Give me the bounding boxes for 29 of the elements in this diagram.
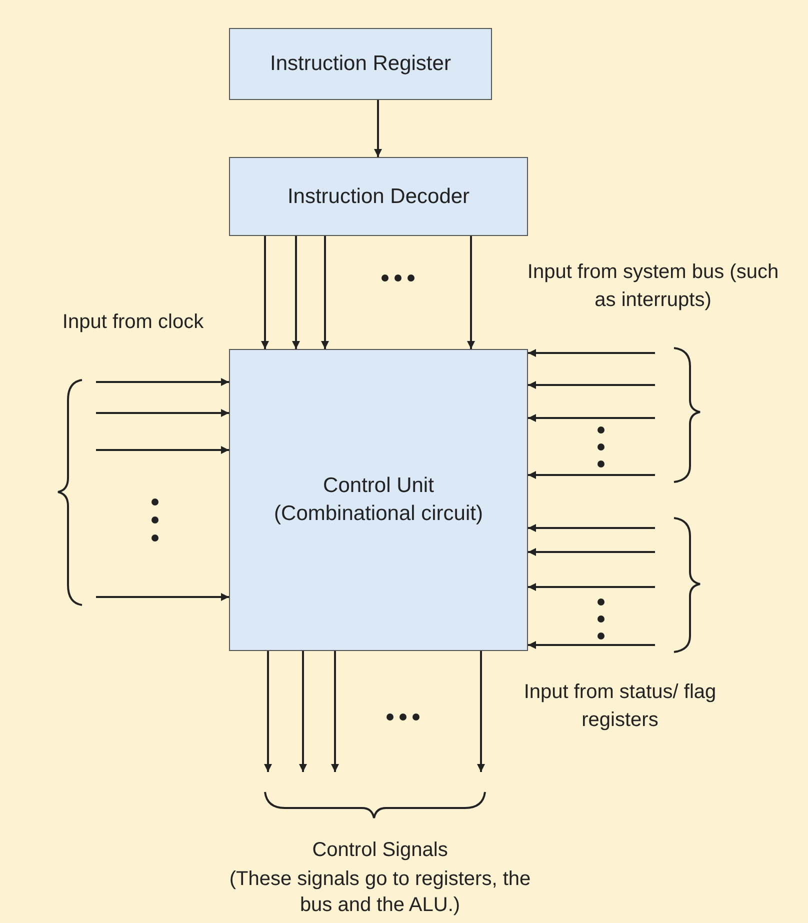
arrow bbox=[528, 471, 655, 479]
arrow bbox=[528, 414, 655, 422]
arrow bbox=[96, 446, 229, 454]
arrow bbox=[528, 381, 655, 389]
arrow bbox=[299, 651, 307, 772]
output-label: Control Signals bbox=[311, 838, 449, 863]
arrow bbox=[374, 100, 382, 157]
arrow bbox=[528, 349, 655, 357]
input-label: Input from clock bbox=[61, 310, 205, 335]
arrow bbox=[528, 548, 655, 556]
output-note: (These signals go to registers, the bus and the ALU.) bbox=[228, 867, 532, 918]
arrow bbox=[331, 651, 339, 772]
decoder-box: Instruction Decoder bbox=[229, 157, 528, 236]
arrow bbox=[96, 593, 229, 601]
arrow bbox=[261, 236, 269, 349]
arrow bbox=[264, 651, 272, 772]
arrow bbox=[477, 651, 485, 772]
arrow bbox=[292, 236, 300, 349]
arrow bbox=[528, 641, 655, 649]
arrow bbox=[528, 524, 655, 532]
arrow bbox=[528, 583, 655, 591]
arrow bbox=[96, 378, 229, 386]
arrow bbox=[467, 236, 475, 349]
input-label: Input from status/ flag registers bbox=[522, 680, 718, 733]
control-unit-box: Control Unit (Combinational circuit) bbox=[229, 349, 528, 651]
arrow bbox=[96, 409, 229, 417]
arrow bbox=[321, 236, 329, 349]
register-box: Instruction Register bbox=[229, 28, 492, 100]
input-label: Input from system bus (such as interrupts) bbox=[526, 260, 780, 313]
